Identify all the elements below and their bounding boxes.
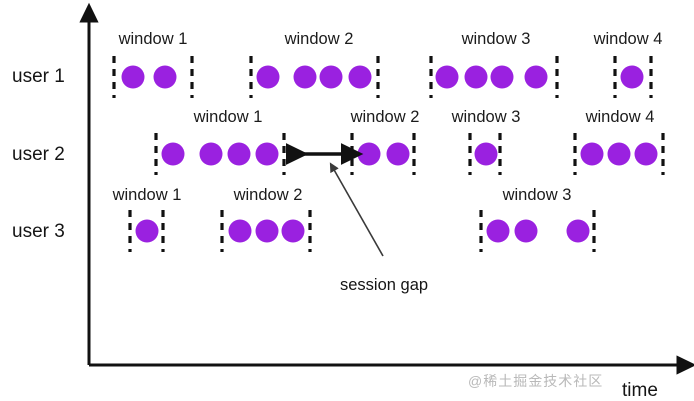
user-3-window-3-event-dot-3 xyxy=(566,219,590,243)
user-3-window-1-event-dot-1 xyxy=(135,219,159,243)
user-1-window-3-event-dot-3 xyxy=(490,65,514,89)
user-1-window-2-label: window 2 xyxy=(284,30,354,48)
user-1-window-3-event-dot-4 xyxy=(524,65,548,89)
user-1-window-3-event-dot-1 xyxy=(435,65,459,89)
session-gap-leader-line xyxy=(329,162,384,257)
user-3-window-2-event-dot-1 xyxy=(228,219,252,243)
user-2-window-3-label: window 3 xyxy=(451,108,521,126)
user-3-window-2-event-dot-2 xyxy=(255,219,279,243)
user-1-window-4-event-dot-1 xyxy=(620,65,644,89)
user-row-label-3: user 3 xyxy=(12,221,65,242)
user-2-window-2-label: window 2 xyxy=(350,108,420,126)
user-row-label-1: user 1 xyxy=(12,66,65,87)
user-2-window-2-event-dot-1 xyxy=(357,142,381,166)
session-gap-annotation-label: session gap xyxy=(340,276,428,294)
user-1-window-3-event-dot-2 xyxy=(464,65,488,89)
user-2-window-2-event-dot-2 xyxy=(386,142,410,166)
user-1-window-3-label: window 3 xyxy=(461,30,531,48)
user-3-window-3-label: window 3 xyxy=(502,186,572,204)
user-1-window-1-event-dot-2 xyxy=(153,65,177,89)
user-2-window-3-event-dot-1 xyxy=(474,142,498,166)
user-2-window-4-label: window 4 xyxy=(585,108,655,126)
user-1-window-4-label: window 4 xyxy=(593,30,663,48)
user-1-window-2-event-dot-3 xyxy=(319,65,343,89)
user-1-window-1-event-dot-1 xyxy=(121,65,145,89)
user-2-window-4-event-dot-1 xyxy=(580,142,604,166)
user-2-window-1-event-dot-4 xyxy=(255,142,279,166)
watermark-text: @稀土掘金技术社区 xyxy=(468,373,604,389)
x-axis-label: time xyxy=(622,380,658,401)
user-1-window-1-label: window 1 xyxy=(118,30,188,48)
user-2-window-4-event-dot-2 xyxy=(607,142,631,166)
user-2-window-1-event-dot-3 xyxy=(227,142,251,166)
user-3-window-3-event-dot-1 xyxy=(486,219,510,243)
user-3-window-2-label: window 2 xyxy=(233,186,303,204)
user-1-window-2-event-dot-4 xyxy=(348,65,372,89)
user-2-window-1-event-dot-2 xyxy=(199,142,223,166)
user-2-window-1-label: window 1 xyxy=(193,108,263,126)
user-2-window-1-event-dot-1 xyxy=(161,142,185,166)
user-2-window-4-event-dot-3 xyxy=(634,142,658,166)
user-3-window-1-label: window 1 xyxy=(112,186,182,204)
user-3-window-2-event-dot-3 xyxy=(281,219,305,243)
user-1-window-2-event-dot-1 xyxy=(256,65,280,89)
user-row-label-2: user 2 xyxy=(12,144,65,165)
user-1-window-2-event-dot-2 xyxy=(293,65,317,89)
user-3-window-3-event-dot-2 xyxy=(514,219,538,243)
